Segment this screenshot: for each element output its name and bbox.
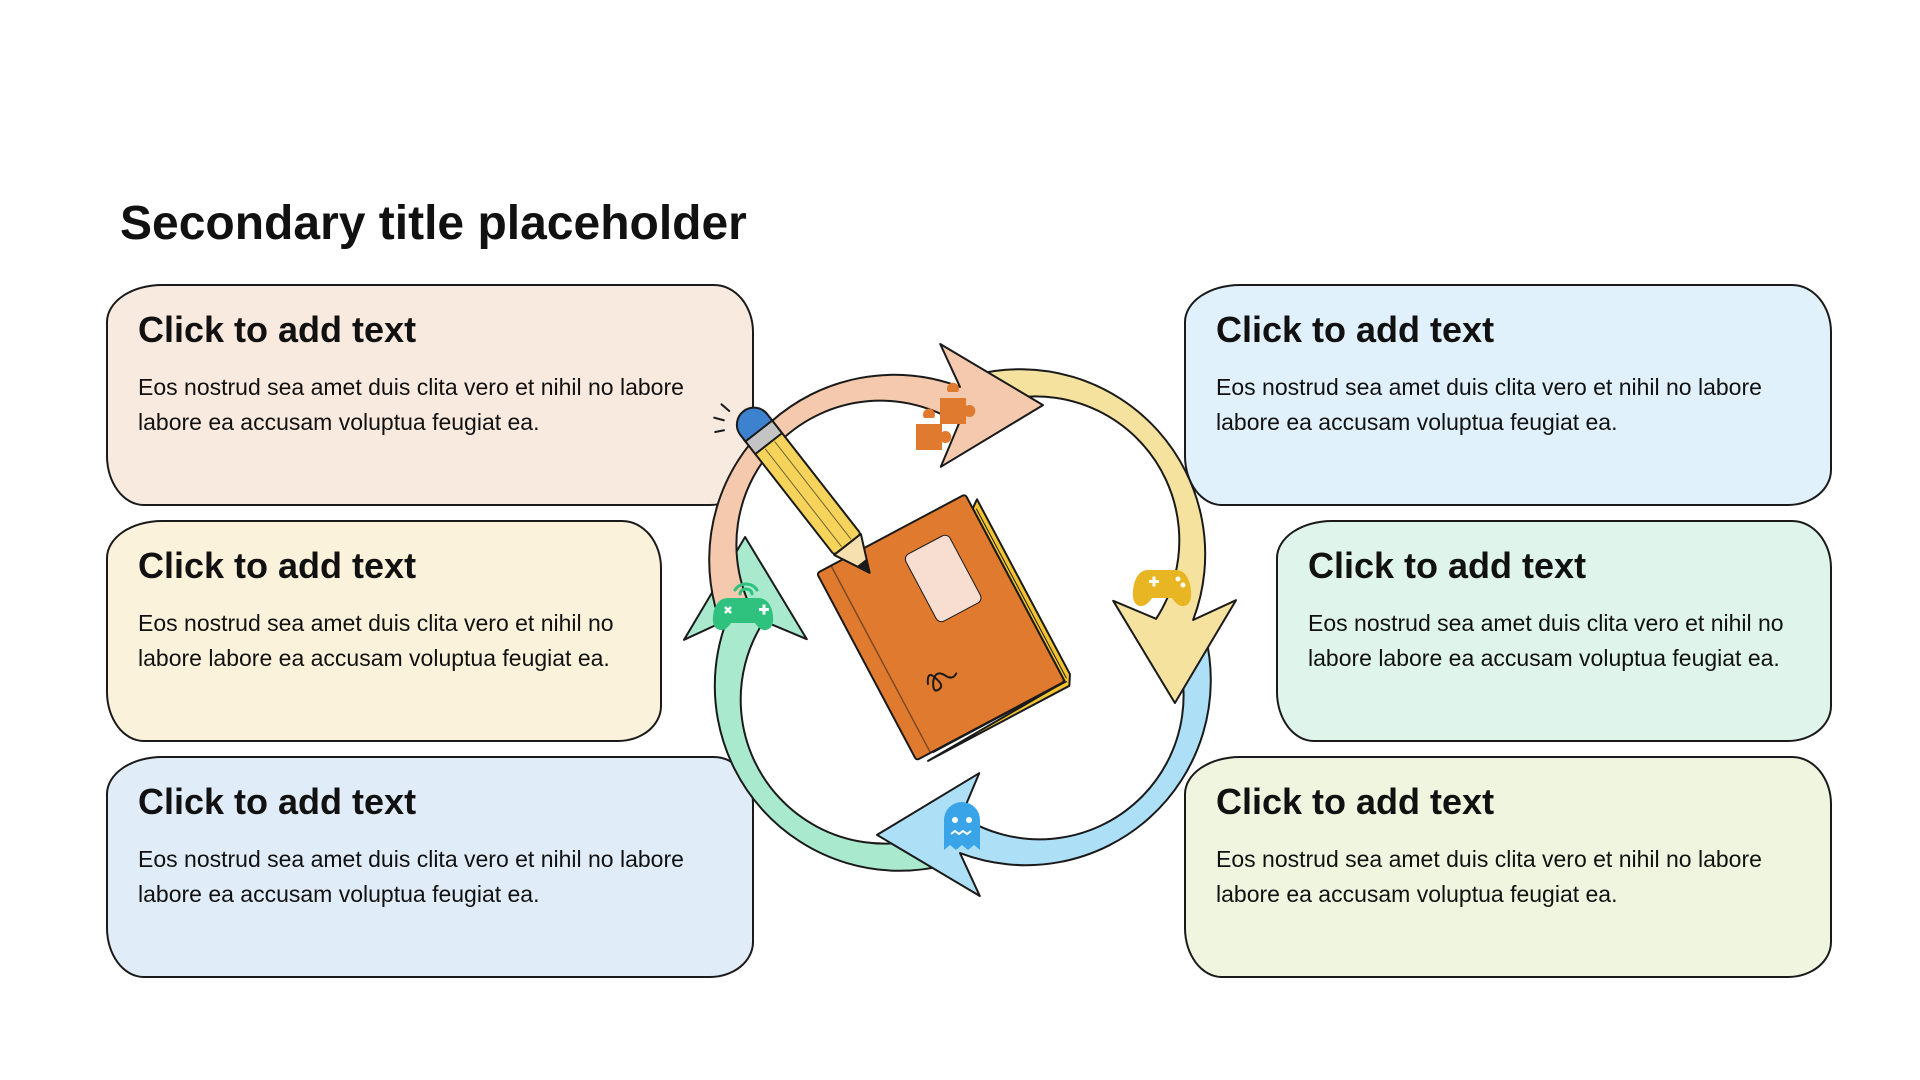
card-heading: Click to add text [138,545,417,586]
text-card-right-bottom[interactable]: Click to add text Eos nostrud sea amet d… [1184,756,1832,978]
text-card-left-bottom[interactable]: Click to add text Eos nostrud sea amet d… [106,756,754,978]
card-heading: Click to add text [138,781,417,822]
card-heading: Click to add text [1308,545,1587,586]
cycle-arrow-2 [962,368,1237,704]
card-body: Eos nostrud sea amet duis clita vero et … [138,845,684,907]
gamepad-wireless-icon [712,582,774,631]
card-body: Eos nostrud sea amet duis clita vero et … [138,609,614,671]
page-title: Secondary title placeholder [120,197,747,250]
cycle-diagram [683,343,1237,897]
puzzle-icon [916,382,976,450]
card-heading: Click to add text [138,309,417,350]
card-heading: Click to add text [1216,781,1495,822]
card-body: Eos nostrud sea amet duis clita vero et … [138,373,684,435]
card-body: Eos nostrud sea amet duis clita vero et … [1216,845,1762,907]
book-icon [816,494,1071,762]
text-card-left-middle[interactable]: Click to add text Eos nostrud sea amet d… [106,520,662,742]
ghost-icon [944,802,980,850]
text-card-right-middle[interactable]: Click to add text Eos nostrud sea amet d… [1276,520,1832,742]
card-heading: Click to add text [1216,309,1495,350]
card-body: Eos nostrud sea amet duis clita vero et … [1216,373,1762,435]
gamepad-icon [1132,570,1192,607]
card-body: Eos nostrud sea amet duis clita vero et … [1308,609,1784,671]
text-card-left-top[interactable]: Click to add text Eos nostrud sea amet d… [106,284,754,506]
pencil-icon [713,403,871,574]
text-card-right-top[interactable]: Click to add text Eos nostrud sea amet d… [1184,284,1832,506]
